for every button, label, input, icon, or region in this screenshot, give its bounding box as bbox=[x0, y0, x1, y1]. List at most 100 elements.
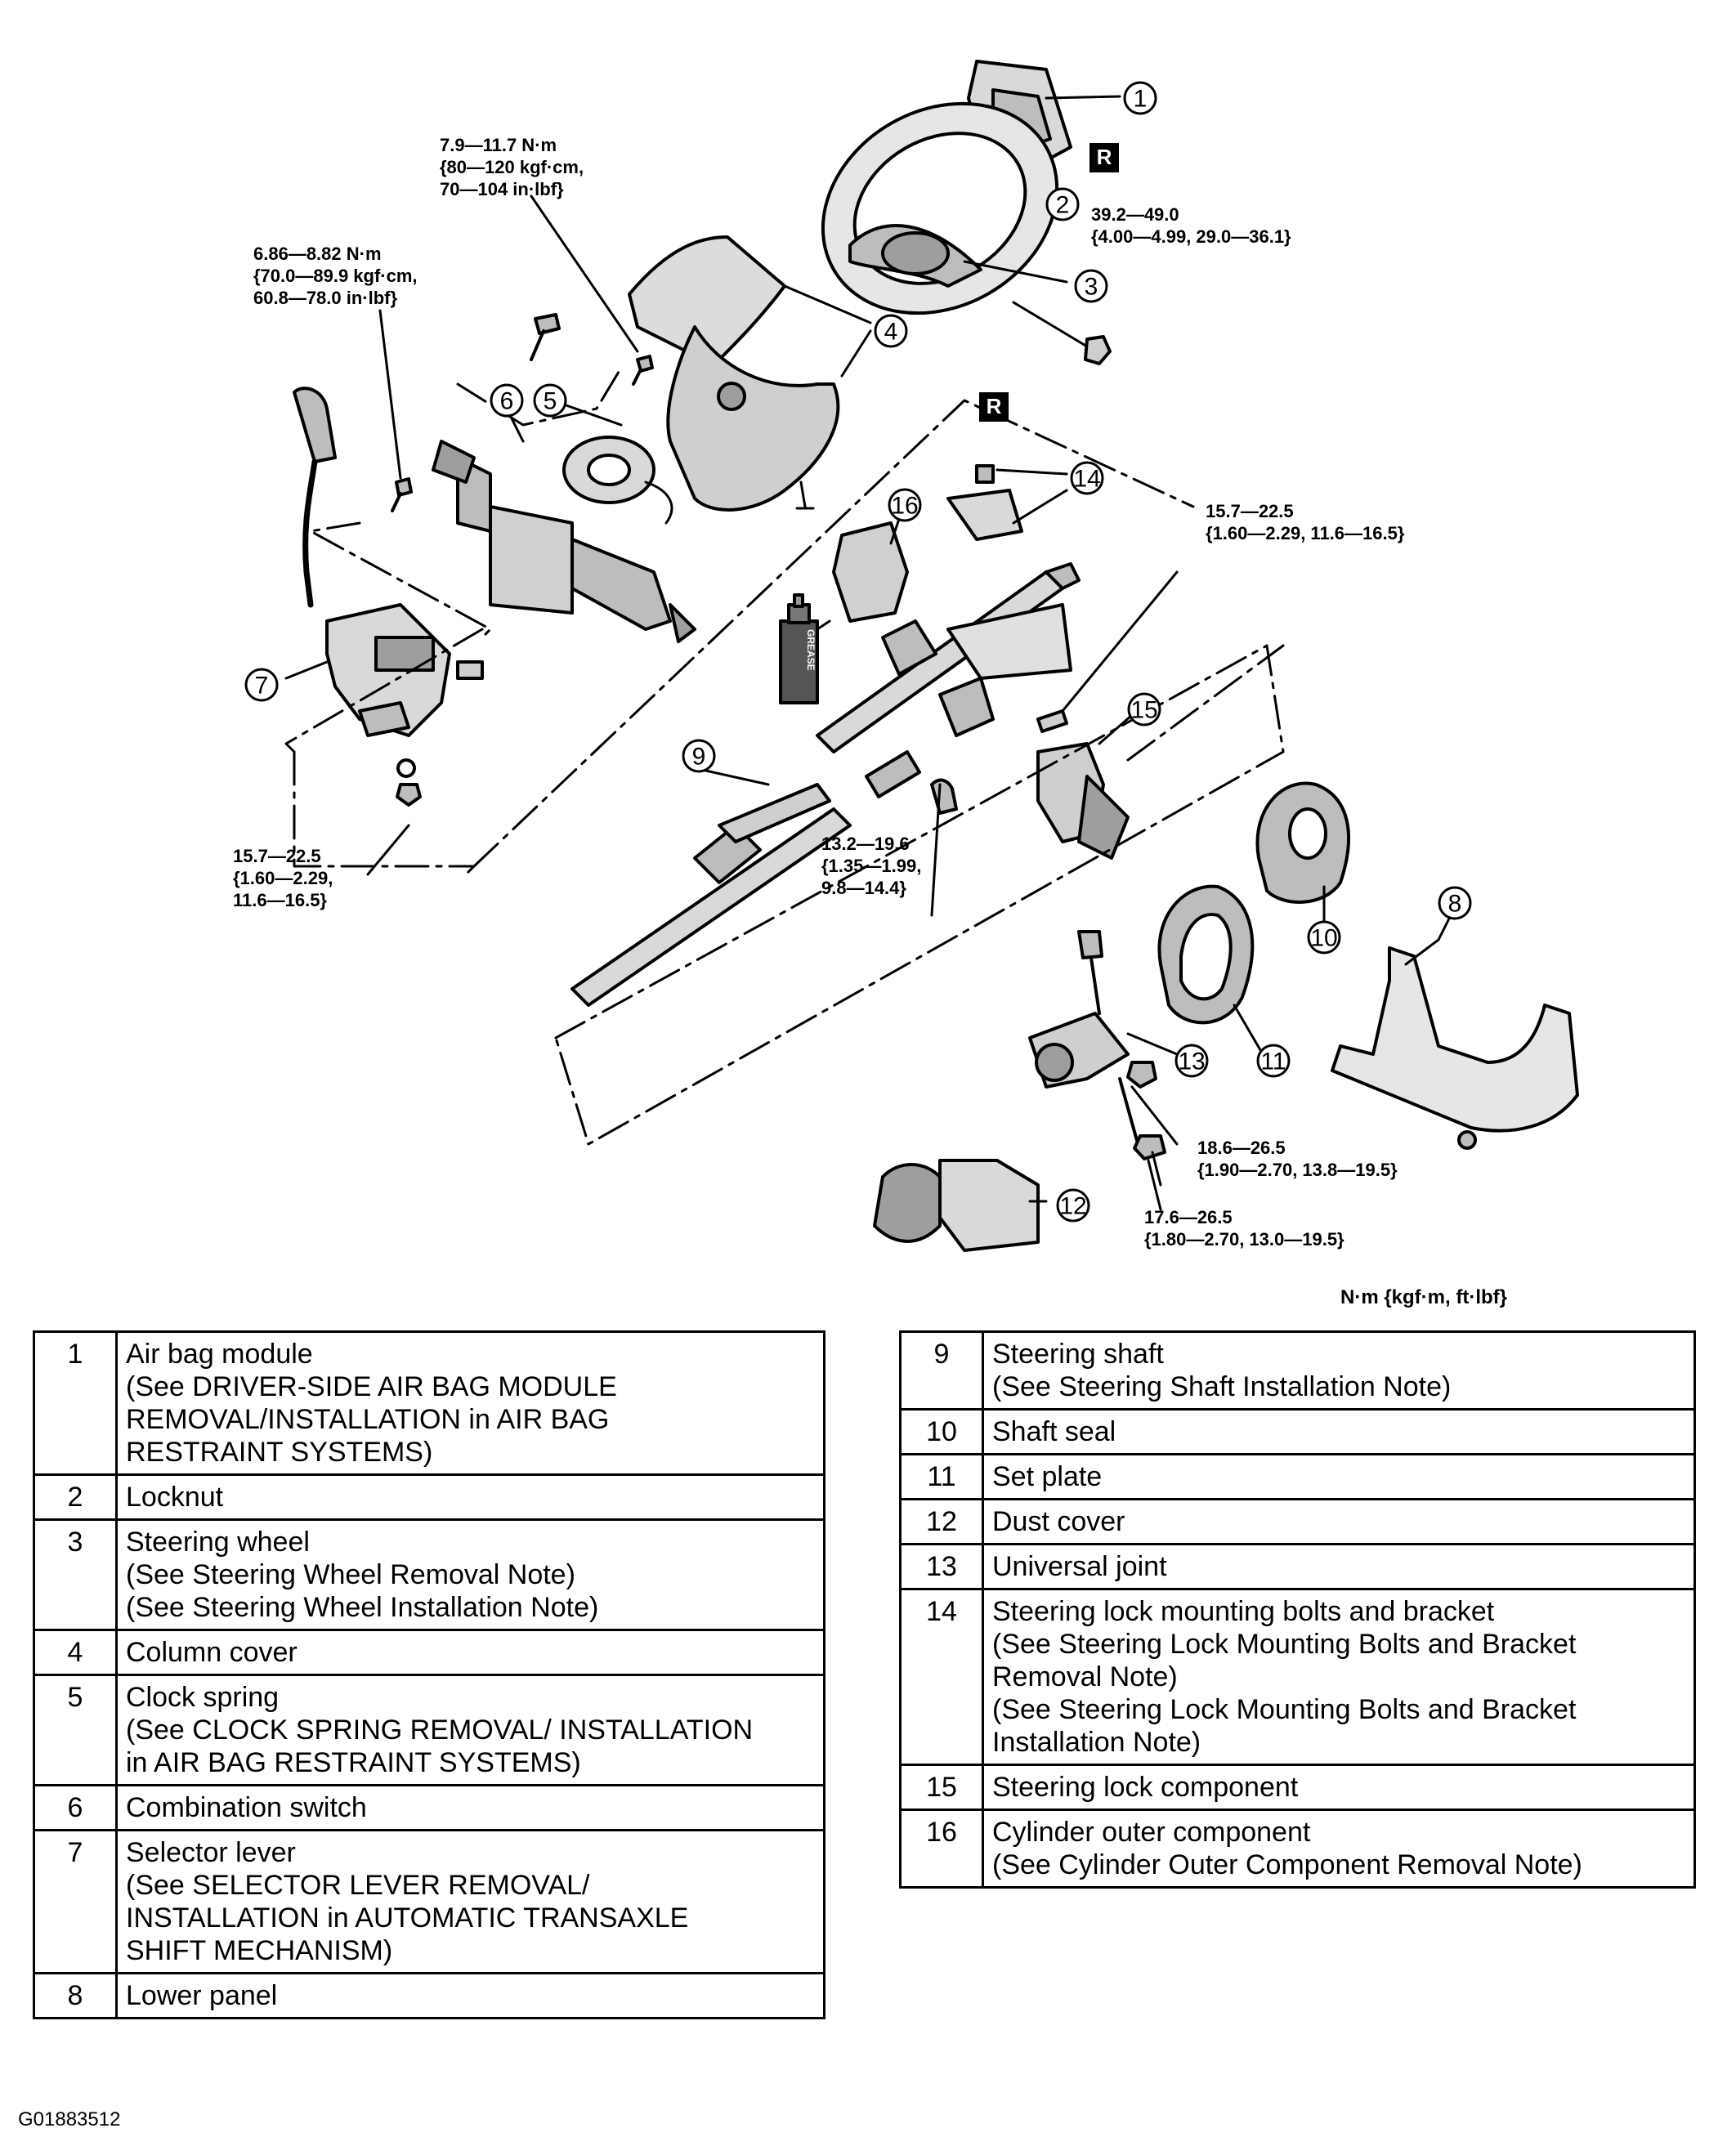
part-number-label: 16 bbox=[891, 493, 918, 520]
part-number-label: 11 bbox=[1260, 1048, 1286, 1075]
part-number-cell: 4 bbox=[33, 1629, 118, 1676]
part-number-cell: 2 bbox=[33, 1473, 118, 1521]
torque-callout-line: 9.8—14.4} bbox=[821, 878, 906, 898]
fastener-bolts-drawing bbox=[391, 313, 654, 512]
part-description-cell: Clock spring (See CLOCK SPRING REMOVAL/ … bbox=[115, 1674, 825, 1786]
torque-callout-line: 7.9—11.7 N·m bbox=[440, 135, 557, 155]
part-number-label: 9 bbox=[692, 744, 706, 771]
part-description-cell: Selector lever (See SELECTOR LEVER REMOV… bbox=[115, 1829, 825, 1974]
part-number-cell: 8 bbox=[33, 1972, 118, 2019]
part-number-circle bbox=[1045, 187, 1080, 221]
part-description-cell: Steering wheel (See Steering Wheel Remov… bbox=[115, 1518, 825, 1631]
part-number-cell: 1 bbox=[33, 1330, 118, 1476]
part-number-circle bbox=[1074, 269, 1108, 303]
part-number-circle bbox=[1256, 1044, 1291, 1078]
lower-panel-drawing bbox=[1331, 914, 1579, 1150]
reuse-mark-box bbox=[979, 392, 1009, 422]
part-number-label: 4 bbox=[884, 319, 898, 346]
part-description-cell: Dust cover bbox=[982, 1498, 1696, 1545]
part-number-label: 8 bbox=[1448, 891, 1462, 918]
torque-callout-line: {1.80—2.70, 13.0—19.5} bbox=[1144, 1229, 1345, 1250]
column-cover-drawing bbox=[628, 235, 872, 512]
part-description-cell: Column cover bbox=[115, 1629, 825, 1676]
torque-callout-line: 15.7—22.5 bbox=[1206, 501, 1294, 521]
torque-callout-line: 15.7—22.5 bbox=[233, 846, 321, 866]
part-number-cell: 9 bbox=[899, 1330, 984, 1411]
part-description-cell: Shaft seal bbox=[982, 1408, 1696, 1455]
part-description-cell: Universal joint bbox=[982, 1543, 1696, 1590]
torque-callouts: R39.2—49.0{4.00—4.99, 29.0—36.1}7.9—11.7… bbox=[233, 135, 1405, 1250]
torque-callout-line: {70.0—89.9 kgf·cm, bbox=[253, 266, 418, 286]
part-description-cell: Steering lock mounting bolts and bracket… bbox=[982, 1588, 1696, 1766]
part-description-cell: Cylinder outer component (See Cylinder O… bbox=[982, 1808, 1696, 1889]
part-number-cell: 13 bbox=[899, 1543, 984, 1590]
part-description-cell: Set plate bbox=[982, 1453, 1696, 1500]
exploded-view-diagram: GREASE R39.2—49.0{4.00—4.99, 29.0—36.1}7… bbox=[233, 60, 1579, 1252]
torque-callout-line: 17.6—26.5 bbox=[1144, 1207, 1233, 1227]
torque-callout-line: {1.60—2.29, bbox=[233, 868, 333, 888]
grease-label: GREASE bbox=[805, 629, 817, 671]
shaft-seal-drawing bbox=[1255, 781, 1350, 929]
steering-wheel-drawing bbox=[821, 101, 1112, 365]
steering-lock-component-drawing bbox=[1036, 570, 1179, 860]
clock-spring-drawing bbox=[562, 403, 673, 525]
part-number-circle bbox=[1070, 461, 1104, 495]
part-number-circle bbox=[533, 383, 567, 418]
part-number-cell: 14 bbox=[899, 1588, 984, 1766]
part-number-circle bbox=[874, 314, 908, 348]
torque-leader-lines bbox=[366, 194, 1179, 1211]
torque-callout-line: 39.2—49.0 bbox=[1091, 204, 1179, 225]
part-description-cell: Combination switch bbox=[115, 1784, 825, 1831]
part-description-cell: Locknut bbox=[115, 1473, 825, 1521]
selector-lever-drawing bbox=[284, 387, 484, 807]
part-number-label: 3 bbox=[1085, 274, 1098, 301]
torque-callout-line: 70—104 in·lbf} bbox=[440, 179, 564, 199]
part-number-label: 5 bbox=[544, 388, 557, 415]
part-number-label: 15 bbox=[1130, 697, 1157, 724]
part-number-cell: 11 bbox=[899, 1453, 984, 1500]
steering-column-drawing bbox=[570, 562, 1081, 1007]
steering-lock-bracket-drawing bbox=[946, 464, 1068, 541]
torque-callout-line: 6.86—8.82 N·m bbox=[253, 244, 382, 264]
part-number-circle bbox=[490, 383, 524, 418]
grease-container-drawing bbox=[779, 593, 831, 704]
torque-callout-line: {1.90—2.70, 13.8—19.5} bbox=[1197, 1160, 1398, 1180]
part-number-cell: 6 bbox=[33, 1784, 118, 1831]
dust-cover-drawing bbox=[873, 1159, 1048, 1252]
part-number-circle bbox=[1056, 1188, 1090, 1223]
torque-callout-line: {1.35—1.99, bbox=[821, 856, 921, 876]
part-number-cell: 12 bbox=[899, 1498, 984, 1545]
torque-callout-line: 11.6—16.5} bbox=[233, 890, 327, 910]
part-number-label: 2 bbox=[1056, 192, 1070, 219]
part-number-cell: 3 bbox=[33, 1518, 118, 1631]
torque-callout-line: 18.6—26.5 bbox=[1197, 1138, 1286, 1158]
part-description-cell: Lower panel bbox=[115, 1972, 825, 2019]
part-number-label: 13 bbox=[1178, 1048, 1205, 1075]
reuse-mark-label: R bbox=[1097, 145, 1112, 169]
part-number-cell: 16 bbox=[899, 1808, 984, 1889]
part-description-cell: Steering shaft (See Steering Shaft Insta… bbox=[982, 1330, 1696, 1411]
part-number-cell: 7 bbox=[33, 1829, 118, 1974]
part-number-circle bbox=[1127, 692, 1161, 727]
part-number-label: 10 bbox=[1310, 925, 1337, 952]
part-number-label: 1 bbox=[1134, 86, 1148, 113]
part-number-cell: 15 bbox=[899, 1764, 984, 1811]
torque-callout-line: {80—120 kgf·cm, bbox=[440, 157, 584, 177]
part-number-circle bbox=[1307, 920, 1341, 955]
part-number-label: 12 bbox=[1059, 1193, 1086, 1220]
part-number-cell: 10 bbox=[899, 1408, 984, 1455]
